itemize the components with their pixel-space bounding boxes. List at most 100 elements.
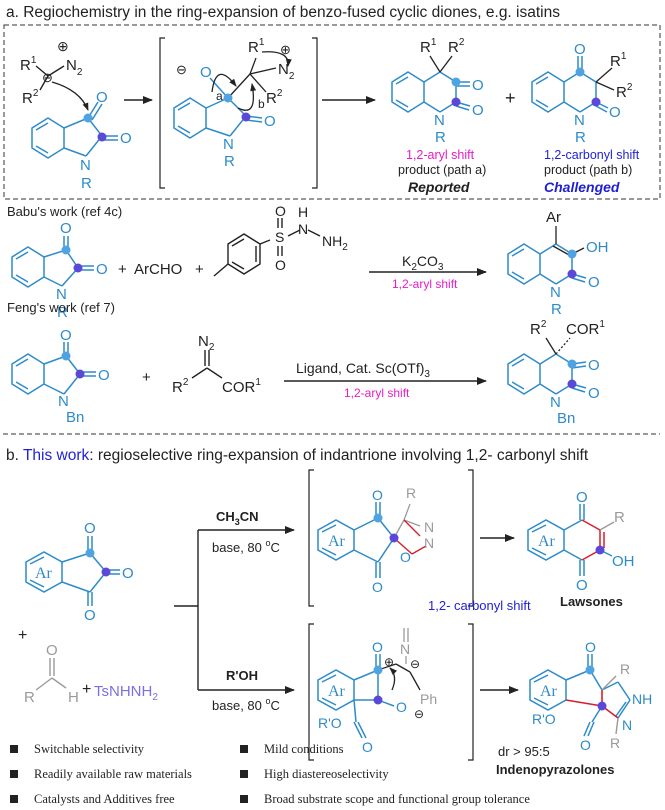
svg-text:Ar: Ar [35,565,53,582]
svg-text:O: O [60,220,72,237]
svg-text:O: O [372,487,383,503]
lawsone-product: Ar O O R OH Lawsones [527,489,635,609]
lower-intermediate: Ar O O R'O O N ⊕ ⊖ Ph ⊖ [317,628,437,755]
svg-text:Ar: Ar [538,533,556,550]
svg-text:O: O [84,520,96,537]
indantrione: Ar O O O [25,520,134,624]
svg-text:COR1: COR1 [566,319,605,338]
babu-product: Ar OH O N R [507,209,609,318]
svg-text:O: O [396,699,407,715]
svg-text:⊕: ⊕ [280,42,291,57]
svg-text:⊖: ⊖ [414,707,424,721]
svg-text:N: N [550,284,561,301]
svg-text:R'O: R'O [532,711,556,727]
svg-text:Indenopyrazolones: Indenopyrazolones [496,762,614,777]
feng-reagent: Ligand, Cat. Sc(OTf)3 [296,360,430,380]
svg-text:N: N [58,393,69,410]
section-a-box [3,24,661,200]
svg-text:O: O [588,357,600,374]
svg-text:O: O [275,203,286,219]
svg-text:R: R [57,304,68,321]
svg-text:Catalysts and Additives free: Catalysts and Additives free [34,792,175,806]
diazo-reagent: R1 N2 ⊕ ⊖ R2 [20,38,83,107]
svg-text:O: O [96,261,108,278]
tosylhydrazide: TsNHNH2 [94,683,158,703]
svg-text:R2: R2 [22,88,39,107]
svg-text:N: N [424,519,434,535]
svg-text:O: O [84,607,96,624]
feng-shift-label: 1,2-aryl shift [344,386,410,400]
svg-text:N: N [80,157,91,174]
svg-text:⊖: ⊖ [176,62,187,77]
diazo-ester: N2 R2 COR1 [172,333,261,396]
svg-text:R2: R2 [266,88,283,107]
svg-text:N: N [56,286,67,303]
upper-conditions: base, 80 oC [212,538,280,555]
svg-text:+: + [118,261,127,278]
svg-text:product (path a): product (path a) [398,163,486,177]
svg-text:Ar: Ar [328,683,346,700]
product-aryl-shift: R1 R2 O O N R 1,2-aryl shift product (pa… [391,37,486,195]
svg-text:N: N [400,641,410,657]
svg-text:⊕: ⊕ [384,655,394,669]
svg-text:N2: N2 [66,57,83,78]
svg-text:Broad substrate scope and func: Broad substrate scope and functional gro… [264,792,530,806]
svg-text:R1: R1 [20,55,37,74]
svg-text:Reported: Reported [408,179,470,195]
svg-text:O: O [472,102,484,119]
svg-text:R: R [551,301,562,318]
svg-text:O: O [362,739,373,755]
svg-text:Mild conditions: Mild conditions [264,742,344,756]
svg-text:N: N [434,112,445,129]
section-b-title: b. This work: regioselective ring-expans… [6,447,589,464]
svg-text:N: N [622,717,632,733]
svg-text:R: R [610,735,620,751]
svg-text:R: R [620,661,630,677]
svg-text:OH: OH [612,553,635,570]
upper-intermediate: Ar O O O R N N [317,485,434,595]
tosyl-hydrazide: S O O N H NH2 [213,203,348,277]
svg-text:+: + [82,681,91,698]
svg-text:R: R [406,485,416,501]
svg-text:OH: OH [586,239,609,256]
svg-text:N: N [298,221,308,237]
svg-text:NH2: NH2 [322,233,348,253]
svg-text:N: N [574,112,585,129]
svg-text:⊕: ⊕ [57,38,69,54]
svg-text:+: + [18,627,27,644]
aldehyde: O R H [24,642,79,706]
svg-text:O: O [200,64,212,81]
svg-text:R1: R1 [248,37,265,56]
svg-text:R1: R1 [420,37,437,56]
svg-text:+: + [142,369,151,386]
svg-text:b: b [258,97,265,111]
svg-text:S: S [275,229,284,245]
svg-text:O: O [60,327,72,344]
lower-solvent: R'OH [226,668,258,683]
svg-text:O: O [120,130,132,147]
svg-text:R2: R2 [616,82,633,101]
svg-text:a: a [216,89,223,103]
svg-text:O: O [588,274,600,291]
svg-text:product (path b): product (path b) [544,163,632,177]
babu-title: Babu's work (ref 4c) [7,204,122,219]
section-a-title: a. Regiochemistry in the ring-expansion … [6,4,560,21]
svg-text:O: O [585,639,596,655]
svg-text:N2: N2 [198,333,215,353]
feng-isatin: O O N Bn [11,327,110,426]
svg-text:N: N [424,535,434,551]
svg-text:O: O [400,549,411,565]
svg-text:COR1: COR1 [222,377,261,396]
svg-text:O: O [580,737,591,753]
svg-text:O: O [275,257,286,273]
svg-text:R: R [614,509,625,526]
svg-text:N: N [550,394,561,411]
svg-text:Challenged: Challenged [544,179,620,195]
svg-text:O: O [98,367,110,384]
svg-text:R2: R2 [172,377,189,396]
features-list: Switchable selectivity Mild conditions R… [10,742,530,806]
svg-text:Switchable selectivity: Switchable selectivity [34,742,145,756]
svg-text:R1: R1 [610,51,627,70]
svg-text:Ph: Ph [420,691,437,707]
